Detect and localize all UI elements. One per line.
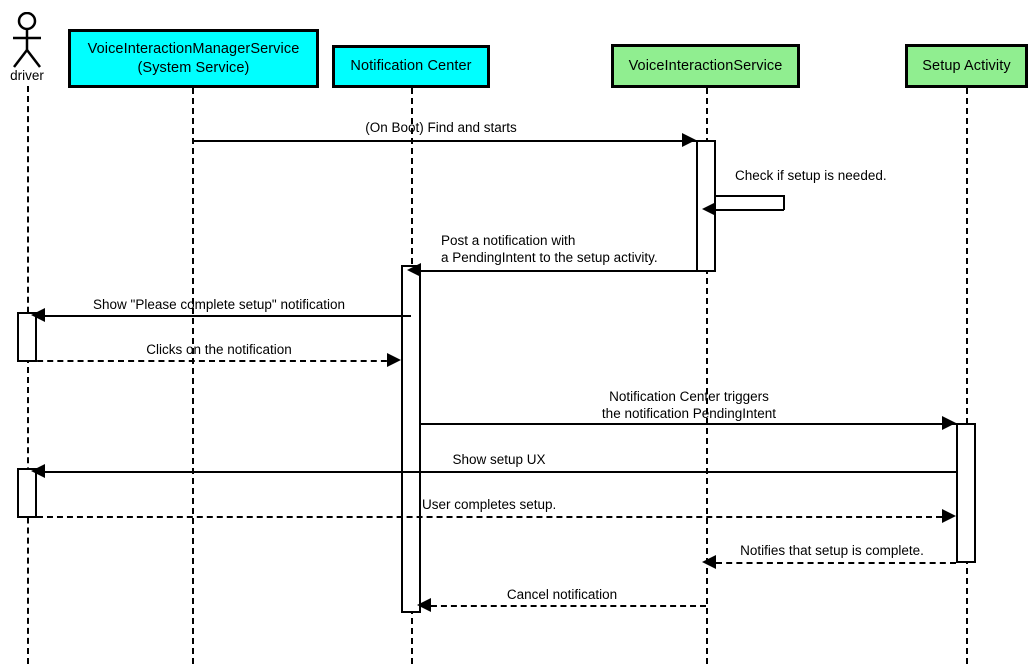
- message-arrow-on-boot-find-and-starts: [192, 140, 696, 142]
- message-label-show-please-complete-setup-notification: Show "Please complete setup" notificatio…: [93, 297, 345, 312]
- message-label-show-setup-ux: Show setup UX: [452, 452, 546, 467]
- message-arrowhead-check-if-setup-is-needed: [702, 202, 716, 216]
- message-arrowhead-on-boot-find-and-starts: [682, 133, 696, 147]
- message-arrow-post-a-notification: [421, 270, 696, 272]
- message-arrowhead-show-please-complete-setup-notification: [31, 308, 45, 322]
- message-arrow-check-if-setup-is-needed-bottom: [716, 209, 784, 211]
- message-arrow-show-setup-ux: [37, 471, 956, 473]
- message-label-user-completes-setup: User completes setup.: [422, 497, 557, 512]
- message-label-clicks-on-the-notification: Clicks on the notification: [146, 342, 292, 357]
- participant-label-vims: VoiceInteractionManagerService (System S…: [87, 41, 300, 76]
- message-arrow-notifies-that-setup-is-complete: [716, 562, 956, 564]
- message-arrow-show-please-complete-setup-notification: [37, 315, 411, 317]
- participant-label-voice-interaction-service: VoiceInteractionService: [628, 57, 783, 74]
- participant-box-vims[interactable]: VoiceInteractionManagerService (System S…: [68, 29, 319, 88]
- participant-box-voice-interaction-service[interactable]: VoiceInteractionService: [611, 44, 800, 88]
- message-label-post-a-notification: Post a notification with a PendingIntent…: [441, 233, 658, 265]
- lifeline-setup-activity: [966, 88, 968, 664]
- message-arrowhead-clicks-on-the-notification: [387, 353, 401, 367]
- message-arrow-cancel-notification: [421, 605, 706, 607]
- actor-driver-label: driver: [10, 68, 44, 83]
- message-arrowhead-notifies-that-setup-is-complete: [702, 555, 716, 569]
- message-arrow-clicks-on-the-notification: [27, 360, 397, 362]
- message-arrow-user-completes-setup: [27, 516, 942, 518]
- message-label-check-if-setup-is-needed: Check if setup is needed.: [735, 168, 887, 183]
- message-arrow-notification-center-triggers: [421, 423, 956, 425]
- message-label-notifies-that-setup-is-complete: Notifies that setup is complete.: [740, 543, 924, 558]
- message-arrow-check-if-setup-is-needed-top: [716, 195, 783, 197]
- message-arrowhead-cancel-notification: [417, 598, 431, 612]
- message-label-notification-center-triggers: Notification Center triggers the notific…: [601, 389, 777, 421]
- message-arrowhead-post-a-notification: [407, 263, 421, 277]
- actor-driver[interactable]: [7, 11, 47, 75]
- participant-box-notification-center[interactable]: Notification Center: [332, 45, 490, 88]
- activation-notification-center: [401, 265, 421, 613]
- participant-label-setup-activity: Setup Activity: [922, 57, 1011, 74]
- message-arrowhead-notification-center-triggers: [942, 416, 956, 430]
- message-arrow-check-if-setup-is-needed-side: [783, 195, 785, 210]
- message-label-cancel-notification: Cancel notification: [506, 587, 618, 602]
- lifeline-vims: [192, 88, 194, 664]
- lifeline-voice-interaction-service: [706, 88, 708, 664]
- participant-label-notification-center: Notification Center: [350, 58, 472, 75]
- message-arrowhead-show-setup-ux: [31, 464, 45, 478]
- activation-setup-activity: [956, 423, 976, 563]
- message-label-on-boot-find-and-starts: (On Boot) Find and starts: [365, 120, 517, 135]
- message-arrowhead-user-completes-setup: [942, 509, 956, 523]
- lifeline-driver: [27, 86, 29, 664]
- actor-stick-figure-icon: [13, 11, 41, 68]
- participant-box-setup-activity[interactable]: Setup Activity: [905, 44, 1028, 88]
